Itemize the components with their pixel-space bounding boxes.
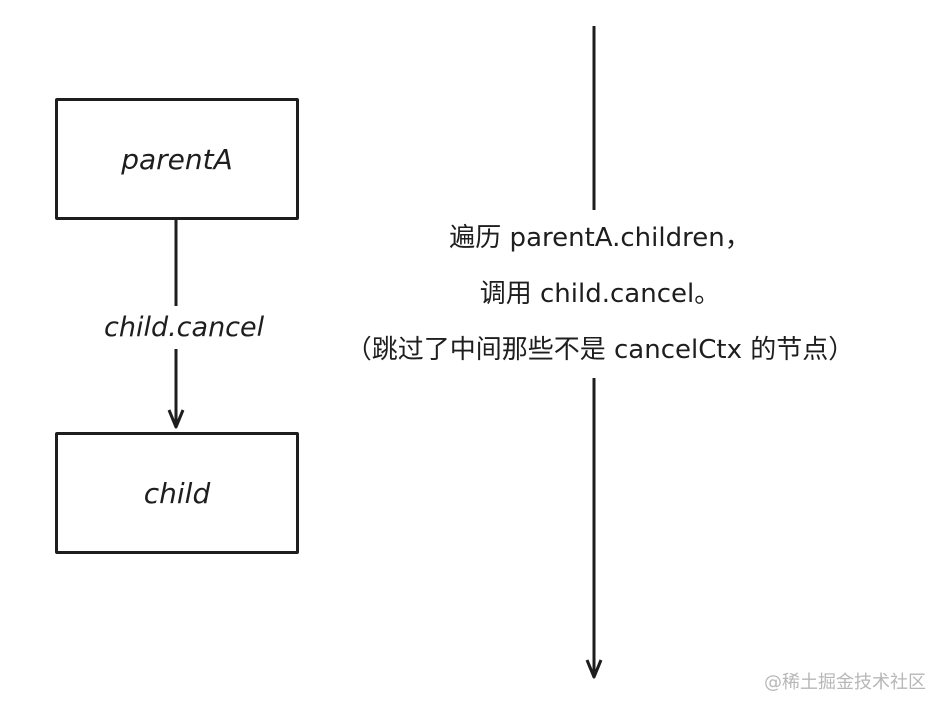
note-line-3: （跳过了中间那些不是 cancelCtx 的节点） <box>345 335 855 365</box>
note-line-1: 遍历 parentA.children， <box>449 223 751 253</box>
parent-to-child-arrow-head <box>167 409 185 429</box>
note-line-2: 调用 child.cancel。 <box>479 279 721 309</box>
traversal-arrow-head <box>585 659 603 679</box>
parent-node-label: parentA <box>121 142 233 176</box>
child-node-label: child <box>143 476 211 510</box>
edge-label: child.cancel <box>100 306 269 349</box>
child-node: child <box>55 432 299 554</box>
traversal-note: 遍历 parentA.children， 调用 child.cancel。 （跳… <box>300 210 900 378</box>
parent-node: parentA <box>55 98 299 220</box>
watermark: @稀土掘金技术社区 <box>764 672 926 693</box>
